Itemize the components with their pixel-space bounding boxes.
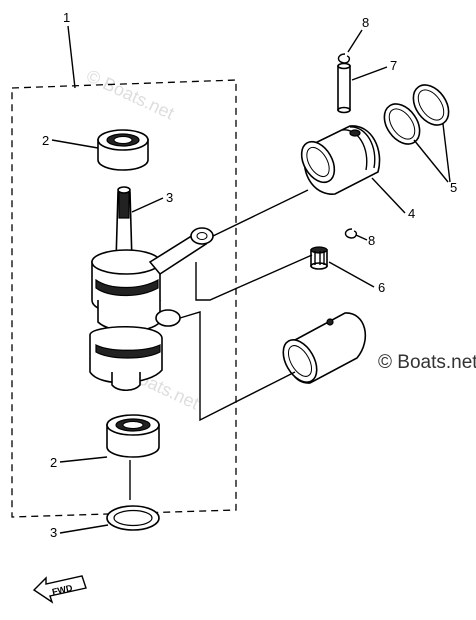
callout-2-top: 2 [42,133,49,148]
piston [300,125,381,195]
leader-3-shaft [131,197,164,213]
connecting-rod [148,227,214,327]
bearing-bottom [106,414,160,458]
leader-2-bottom [59,456,108,463]
guide-line-pin [195,254,313,301]
leader-8-top [347,29,363,53]
leader-5a [413,139,449,183]
leader-1 [67,25,76,89]
watermark-faint-top: © Boats.net [83,65,177,123]
cylinder-sleeve [282,312,367,384]
leader-2-top [51,139,99,149]
callout-3-ring: 3 [50,525,57,540]
watermark-main: © Boats.net [378,352,476,373]
callout-6: 6 [378,280,385,295]
needle-bearing [310,246,328,270]
oil-seal-ring [106,505,160,531]
callout-2-bottom: 2 [50,455,57,470]
leader-6 [328,261,375,288]
guide-line-sleeve [179,311,296,422]
assembly-dashed-box [11,79,237,518]
fwd-arrow-icon: FWD [32,575,87,604]
guide-line-rod-to-piston [212,189,309,237]
callout-8-mid: 8 [368,233,375,248]
piston-pin [337,62,351,114]
clip-mid [344,228,358,239]
bearing-top [97,129,149,171]
fwd-label: FWD [51,583,74,597]
callout-7: 7 [390,58,397,73]
clip-top [337,53,351,64]
leader-8-mid [355,234,368,241]
callout-5: 5 [450,180,457,195]
crankshaft [89,186,163,392]
leader-4 [371,177,406,214]
callout-8-top: 8 [362,15,369,30]
leader-3-ring [59,524,109,534]
piston-rings [383,84,450,145]
leader-7 [351,66,388,81]
callout-4: 4 [408,206,415,221]
callout-3-shaft: 3 [166,190,173,205]
callout-1: 1 [63,10,70,25]
leader-5b [442,123,451,183]
